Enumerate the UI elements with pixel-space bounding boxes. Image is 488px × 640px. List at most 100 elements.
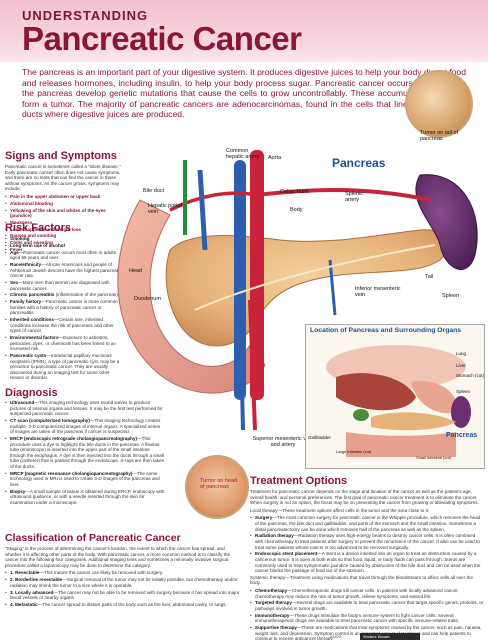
sup-title: UNDERSTANDING <box>22 8 149 23</box>
list-item-text: —Surgical removal of the tumor may not b… <box>10 577 238 588</box>
classification-list: 1. Resectable—This means the cancer can … <box>5 570 241 607</box>
vena-shape <box>234 160 246 400</box>
duodenum-shape <box>117 199 266 394</box>
systemic-intro: Systemic therapy—Treatment using medicat… <box>250 574 473 586</box>
spleen-inset-shape <box>451 396 471 428</box>
label-superior-mesenteric: Superior mesenteric vein and artery <box>252 436 314 448</box>
splenic-artery-shape <box>256 188 431 202</box>
inset-title: Location of Pancreas and Surrounding Org… <box>310 327 462 334</box>
smv-shape <box>238 299 245 431</box>
label-celiac: Celiac trunk <box>280 189 310 195</box>
inset-label-stomach: Stomach (cut) <box>456 373 485 378</box>
risk-list: SmokingLong-term use of alcoholAge—Pancr… <box>5 236 123 381</box>
list-item: Inherited conditions—Certain rare, inher… <box>5 317 123 334</box>
diagnosis-title: Diagnosis <box>5 387 58 399</box>
list-item-term: Age <box>10 249 19 255</box>
list-item-text: —Several drugs are available to treat pa… <box>255 600 484 612</box>
list-item-text: —This procedure uses a dye to highlight … <box>10 435 165 469</box>
list-item-term: Chemotherapy <box>255 588 288 594</box>
list-item: Targeted therapy—Several drugs are avail… <box>250 600 484 611</box>
page-title: Pancreatic Cancer <box>22 20 302 57</box>
label-tail: Tail <box>425 274 434 280</box>
label-splenic: Splenic artery <box>345 191 364 203</box>
inset-label-lung: Lung <box>456 351 467 356</box>
label-head: Head <box>129 268 143 274</box>
treatment-title: Treatment Options <box>250 475 348 487</box>
list-item-term: Sex <box>10 279 19 285</box>
label-tumor-head: Tumor on head of pancreas <box>200 478 238 490</box>
list-item-text: —The cancer spread to distant parts of t… <box>37 601 227 607</box>
list-item-text: —A small sample of tissue is obtained du… <box>10 488 165 505</box>
label-bile-duct: Bile duct <box>143 188 165 194</box>
inset-label-large-intestine: Large intestine (cut) <box>336 449 372 454</box>
list-item-text: —Exposure to asbestos, pesticides, dyes,… <box>10 335 116 352</box>
diagnosis-block: Ultrasound—This imaging technology uses … <box>5 400 165 507</box>
list-item-text: —Pancreatic cancer occurs most often in … <box>10 249 116 261</box>
label-duodenum: Duodenum <box>134 296 161 302</box>
list-item: Loss of appetite and weight loss <box>5 227 123 233</box>
surrounding-organs-illustration <box>326 345 471 457</box>
pancreas-anatomy-illustration <box>117 150 478 431</box>
list-item-term: Targeted therapy <box>255 600 292 606</box>
list-item: Yellowing of the skin and whites of the … <box>5 208 123 219</box>
list-item: Pain in the upper abdomen or upper back <box>5 194 123 200</box>
list-item: Radiation therapy—Radiation therapy uses… <box>250 533 484 550</box>
inset-label-pancreas: Pancreas <box>446 432 478 439</box>
list-item-text: —African Americans and people of Ashkena… <box>10 261 122 279</box>
list-item: 1. Resectable—This means the cancer can … <box>5 570 241 576</box>
list-item-term: ERCP (endoscopic retrograde cholangiopan… <box>10 435 138 441</box>
list-item: MRCP (magnetic resonance cholangiopancre… <box>5 471 165 488</box>
label-aorta: Aorta <box>268 155 282 161</box>
list-item-text: —The cancer may not be able to be remove… <box>10 589 240 601</box>
list-item-text: —Chemotherapeutic drugs kill cancer cell… <box>255 588 459 599</box>
list-item: Chronic pancreatitis (inflammation of th… <box>5 292 123 298</box>
label-body: Body <box>290 207 303 213</box>
list-item: Pancreatic cysts—Intraductal papillary m… <box>5 353 123 381</box>
inset-label-liver: Liver <box>456 363 466 368</box>
list-item: Sex—More men than women are diagnosed wi… <box>5 280 123 291</box>
tumor-head-inset <box>185 455 249 519</box>
label-tumor-tail: Tumor on tail of pancreas <box>420 130 459 142</box>
header-banner: UNDERSTANDING Pancreatic Cancer <box>0 0 488 62</box>
list-item-term: 2. Borderline resectable <box>10 577 63 583</box>
risk-block: SmokingLong-term use of alcoholAge—Pancr… <box>5 236 123 382</box>
list-item: Biopsy—A small sample of tissue is obtai… <box>5 489 165 506</box>
list-item-text: —This imaging technology creates multipl… <box>10 417 161 435</box>
list-item-term: Environmental factors <box>10 335 59 340</box>
sma-shape <box>248 299 257 431</box>
risk-title: Risk Factors <box>5 222 72 234</box>
classification-block: "Staging" is the process of determining … <box>5 546 241 609</box>
list-item-term: Surgery <box>255 515 273 521</box>
surrounding-organs-inset: Location of Pancreas and Surrounding Org… <box>305 324 485 469</box>
label-hepatic-portal: Hepatic portal vein <box>148 203 182 215</box>
inset-label-gallbladder: Gallbladder <box>308 435 332 440</box>
list-item-term: Inherited conditions <box>10 317 54 323</box>
list-item-term: Race/ethnicity <box>10 261 42 267</box>
list-item-term: MRCP (magnetic resonance cholangiopancre… <box>10 470 133 476</box>
list-item-term: Endoscopic stent placement <box>255 551 318 557</box>
list-item-term: Smoking <box>10 236 30 241</box>
liver-shape <box>336 373 416 411</box>
list-item: Long-term use of alcohol <box>5 243 123 249</box>
portal-vein-shape <box>197 169 208 251</box>
label-spleen: Spleen <box>442 293 460 299</box>
list-item-term: 1. Resectable <box>10 570 40 576</box>
list-item-text: —This imaging technology uses sound wave… <box>10 400 163 417</box>
list-item-term: Ultrasound <box>10 400 35 405</box>
list-item-term: Family history <box>10 299 42 305</box>
gallbladder-shape <box>353 409 369 421</box>
inset-label-spleen: Spleen <box>456 389 471 394</box>
classification-title: Classification of Pancreatic Cancer <box>5 532 181 544</box>
list-item: CT scan (computerized tomography)—This i… <box>5 418 165 435</box>
list-item-text: —Radiation therapy uses high-energy beam… <box>255 533 480 550</box>
treatment-text: Treatment for pancreatic cancer depends … <box>250 489 479 506</box>
spleen-shape <box>415 174 478 270</box>
list-item-term: Biopsy <box>10 488 26 494</box>
footer-brand: Wolters Kluwer <box>360 633 420 640</box>
stomach-shape <box>411 381 457 414</box>
list-item: Race/ethnicity—African Americans and peo… <box>5 262 123 279</box>
list-item: 2. Borderline resectable—Surgical remova… <box>5 577 241 588</box>
list-item: Abdominal bloating <box>5 201 123 207</box>
list-item-text: —More men than women are diagnosed with … <box>10 279 110 291</box>
